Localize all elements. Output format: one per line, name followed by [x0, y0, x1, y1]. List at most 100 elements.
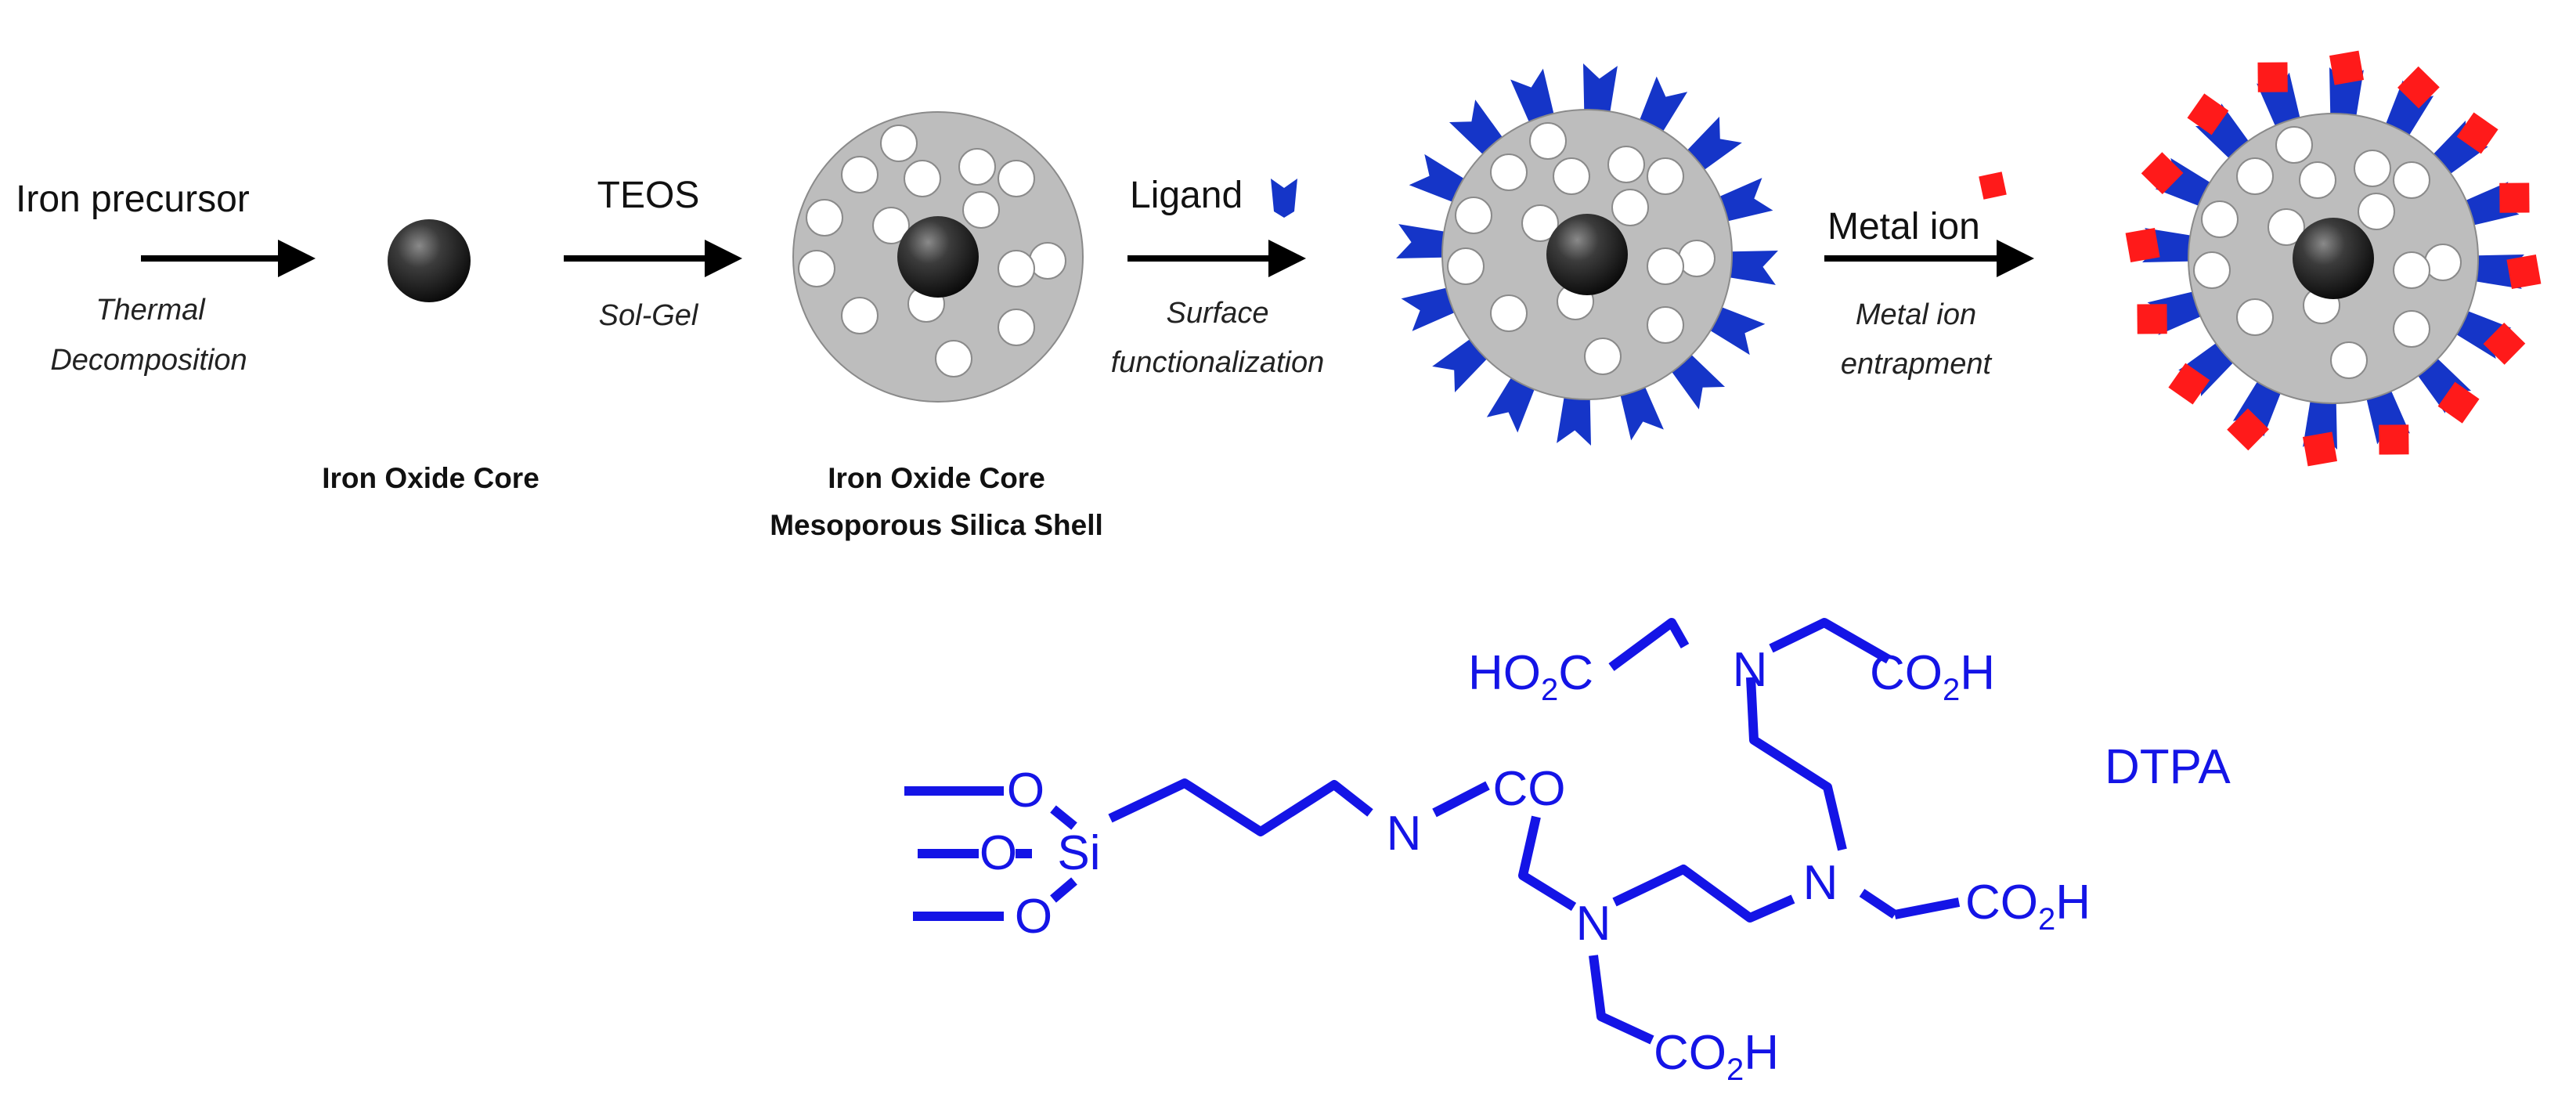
ligand-metal-ring [2125, 50, 2542, 467]
metal-ion-mark [2456, 112, 2498, 154]
bond-ethylene-2 [1746, 677, 1847, 851]
bond-ethylene-1 [1612, 865, 1795, 923]
ligand-mark [2430, 112, 2498, 177]
ligand-shape [2257, 72, 2302, 133]
group-co2h-right: CO2H [1965, 876, 2091, 937]
ligand-mark [1401, 286, 1462, 331]
metal-ion-mark [2499, 182, 2530, 213]
label-iron-precursor: Iron precursor [16, 179, 250, 220]
ligand-shape [2430, 120, 2488, 177]
ligand-shape [1510, 68, 1556, 129]
ligand-mark [1669, 351, 1726, 410]
label-metal-ion-2: Metal ion [1856, 298, 1976, 331]
caption-shell-line-2: Mesoporous Silica Shell [770, 509, 1103, 541]
ligand-icon [1271, 179, 1297, 218]
ligand-shape [2232, 377, 2283, 437]
ligand-mark [1557, 386, 1591, 446]
metal-ion-mark [2379, 424, 2409, 455]
step-surface-functionalization: Ligand Surface functionalization [1111, 175, 1325, 379]
atom-o-2: O [980, 826, 1017, 880]
bond-c-ch2-n-top [1608, 618, 1690, 671]
ligand-mark [2137, 290, 2208, 335]
label-surface: Surface [1167, 297, 1269, 330]
ligand-shape [1396, 224, 1456, 258]
ligand-mark [2257, 62, 2302, 133]
bond-o3-si [1050, 877, 1077, 903]
ligand-shape [2383, 80, 2434, 140]
ligand-mark [2365, 384, 2410, 455]
iron-oxide-core: Iron Oxide Core [322, 219, 539, 494]
ligand-mark [2168, 340, 2237, 405]
core-shell-particle: Iron Oxide Core Mesoporous Silica Shell [770, 112, 1103, 541]
ligand-shape [1683, 116, 1742, 173]
metal-ion-mark [2302, 432, 2337, 467]
ligand-mark [1486, 373, 1537, 433]
atom-n-top: N [1733, 643, 1768, 697]
ligand-mark [1510, 68, 1556, 129]
ligand-shape [1432, 336, 1491, 393]
ligand-shape [2195, 103, 2252, 162]
ligand-shape [2415, 355, 2472, 413]
molecule-name: DTPA [2105, 740, 2231, 794]
core-sphere [388, 219, 471, 302]
ligand-ring [1396, 63, 1778, 446]
atom-n-amide: N [1387, 807, 1422, 861]
ligand-mark [2141, 152, 2215, 208]
bond-n-ch2-right [1859, 889, 1898, 919]
functionalized-particle [1396, 63, 1778, 446]
caption-shell-line-1: Iron Oxide Core [828, 462, 1045, 494]
metal-ion-mark [2168, 363, 2210, 405]
ligand-mark [2452, 309, 2526, 365]
label-metal-ion: Metal ion [1827, 206, 1980, 247]
ligand-mark [1396, 224, 1456, 258]
label-functionalization: functionalization [1111, 346, 1325, 379]
ligand-shape [1401, 286, 1462, 331]
label-ligand: Ligand [1130, 175, 1243, 216]
ligand-shape [2178, 340, 2237, 397]
ligand-shape [1669, 351, 1726, 410]
ligand-shape [1557, 386, 1591, 446]
bond-n-ch2-c-top [1769, 618, 1891, 664]
metal-ion-mark [2125, 227, 2160, 262]
metal-ion-mark [2437, 381, 2480, 424]
bond-n-co [1432, 781, 1490, 818]
ligand-mark [1683, 116, 1742, 173]
metal-loaded-particle [2125, 50, 2542, 467]
ligand-shape [1449, 99, 1506, 158]
group-co2h-lower: CO2H [1654, 1026, 1779, 1087]
ligand-shape [2147, 290, 2208, 335]
label-decomposition: Decomposition [50, 344, 247, 377]
metal-ion-mark [2506, 255, 2542, 290]
ligand-mark [2465, 255, 2542, 290]
metal-ion-mark [2137, 304, 2167, 334]
ligand-shape [1705, 305, 1766, 356]
ligand-mark [2187, 93, 2252, 162]
label-thermal: Thermal [96, 294, 206, 327]
label-teos: TEOS [597, 175, 700, 216]
metal-ion-mark [2483, 323, 2526, 365]
atom-n-right: N [1803, 856, 1838, 910]
ligand-mark [2459, 182, 2530, 227]
ligand-mark [1618, 380, 1664, 441]
caption-core: Iron Oxide Core [322, 462, 539, 494]
atom-si: Si [1057, 826, 1100, 880]
ligand-mark [1449, 99, 1506, 158]
ligand-mark [2125, 227, 2202, 262]
ligand-shape [1637, 76, 1688, 136]
bond-n-ch2-co2h-lower [1589, 955, 1654, 1045]
bond-propyl-chain [1108, 778, 1373, 836]
ligand-shape [1618, 380, 1664, 441]
atom-o-1: O [1007, 764, 1044, 818]
ligand-mark [1712, 178, 1773, 223]
group-co: CO [1493, 762, 1566, 816]
ligand-mark [2415, 355, 2480, 424]
ligand-shape [1583, 63, 1618, 123]
ligand-shape [1409, 153, 1469, 204]
ligand-mark [2227, 377, 2283, 451]
ligand-shape [2459, 182, 2520, 227]
label-entrapment: entrapment [1841, 348, 1993, 381]
ligand-shape [1712, 178, 1773, 223]
group-co2h-top-right: CO2H [1870, 646, 1995, 707]
step-thermal-decomposition: Iron precursor Thermal Decomposition [16, 179, 316, 377]
